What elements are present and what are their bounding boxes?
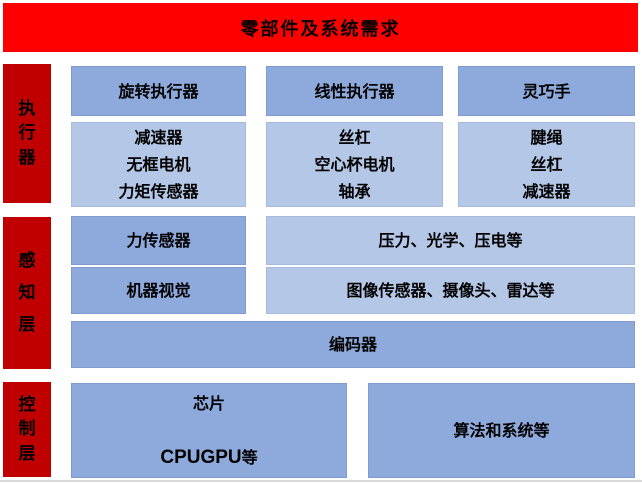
box-force-sensor-types: 压力、光学、压电等: [266, 216, 635, 265]
box-algorithm-system: 算法和系统等: [368, 383, 635, 478]
section-label-actuator: 执行器: [3, 64, 51, 203]
section-label-perception-text: 感知层: [18, 250, 36, 336]
section-label-control-text: 控制层: [18, 394, 36, 464]
section-label-control: 控制层: [3, 382, 51, 477]
diagram-title: 零部件及系统需求: [3, 3, 638, 52]
chip-line1: 芯片: [192, 394, 225, 413]
box-linear-actuator-parts: 丝杠 空心杯电机 轴承: [266, 122, 443, 207]
box-rotary-actuator-parts: 减速器 无框电机 力矩传感器: [71, 122, 246, 207]
chip-line2: CPUGPU等: [160, 444, 257, 471]
box-chip: 芯片 CPUGPU等: [71, 383, 347, 478]
chip-line2-suffix: 等: [241, 448, 258, 467]
bottom-divider: [0, 480, 642, 482]
box-dexterous-hand: 灵巧手: [458, 66, 635, 116]
box-chip-text: 芯片 CPUGPU等: [160, 363, 257, 483]
box-dexterous-hand-parts: 腱绳 丝杠 减速器: [458, 122, 635, 207]
box-machine-vision: 机器视觉: [71, 267, 246, 314]
section-label-actuator-text: 执行器: [18, 98, 36, 168]
box-linear-actuator: 线性执行器: [266, 66, 443, 116]
chip-line2-latin: CPUGPU: [160, 447, 242, 468]
box-machine-vision-types: 图像传感器、摄像头、雷达等: [266, 267, 635, 314]
box-rotary-actuator: 旋转执行器: [71, 66, 246, 116]
section-label-perception: 感知层: [3, 217, 51, 369]
box-encoder: 编码器: [71, 321, 635, 368]
box-force-sensor: 力传感器: [71, 216, 246, 265]
